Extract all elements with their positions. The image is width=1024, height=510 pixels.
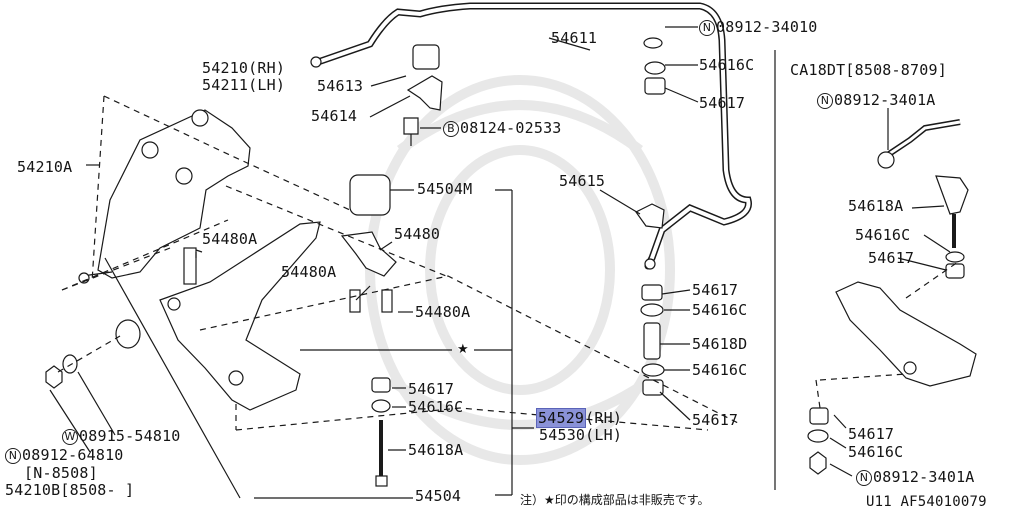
inset-label-54616c-bot: 54616C [848,443,904,461]
inset-label-54618a: 54618A [848,197,904,215]
label-n-8508: [N-8508] [24,464,98,482]
label-54618a-center: 54618A [408,441,464,459]
label-54480: 54480 [394,225,441,243]
inset-label-54616c-top: 54616C [855,226,911,244]
n-circle-badge: N [856,470,872,486]
label-54613: 54613 [317,77,364,95]
n-circle-badge: N [699,20,715,36]
inset-label-54617-top: 54617 [868,249,915,267]
b-circle-badge: B [443,121,459,137]
lower-control-arm [159,221,321,411]
suspension-member [97,109,251,279]
inset-label-54617-bot: 54617 [848,425,895,443]
star-icon: ★ [457,342,469,357]
label-54480a-right: 54480A [415,303,471,321]
label-54529-rh[interactable]: 54529(RH) [535,408,623,428]
label-54616c-mid1: 54616C [692,301,748,319]
label-54210a: 54210A [17,158,73,176]
bushing-54504m [349,174,391,216]
label-54614: 54614 [311,107,358,125]
n-circle-badge: N [5,448,21,464]
label-54480a-center: 54480A [281,263,337,281]
label-54480a-left: 54480A [202,230,258,248]
label-54617-center: 54617 [408,380,455,398]
label-54617-top: 54617 [699,94,746,112]
footnote: 注）★印の構成部品は非販売です。 [520,493,710,507]
label-54504m: 54504M [417,180,473,198]
label-54611: 54611 [551,29,598,47]
label-54615: 54615 [559,172,606,190]
bushing-54613 [412,44,440,70]
label-54530-lh: 54530(LH) [539,426,623,444]
label-54616c-mid2: 54616C [692,361,748,379]
highlighted-part-number[interactable]: 54529 [535,408,587,428]
label-54210b: 54210B[8508- ] [5,481,135,499]
bracket-54614 [406,75,443,111]
diagram-code: U11 AF54010079 [866,494,987,510]
label-54618d: 54618D [692,335,748,353]
label-54210-rh: 54210(RH) [202,59,286,77]
label-54504: 54504 [415,487,462,505]
inset-title: CA18DT[8508-8709] [790,61,947,79]
n-circle-badge: N [817,93,833,109]
label-54211-lh: 54211(LH) [202,76,286,94]
label-54616c-top: 54616C [699,56,755,74]
label-54617-low: 54617 [692,411,739,429]
w-circle-badge: W [62,429,78,445]
label-54616c-center: 54616C [408,398,464,416]
label-54617-mid: 54617 [692,281,739,299]
